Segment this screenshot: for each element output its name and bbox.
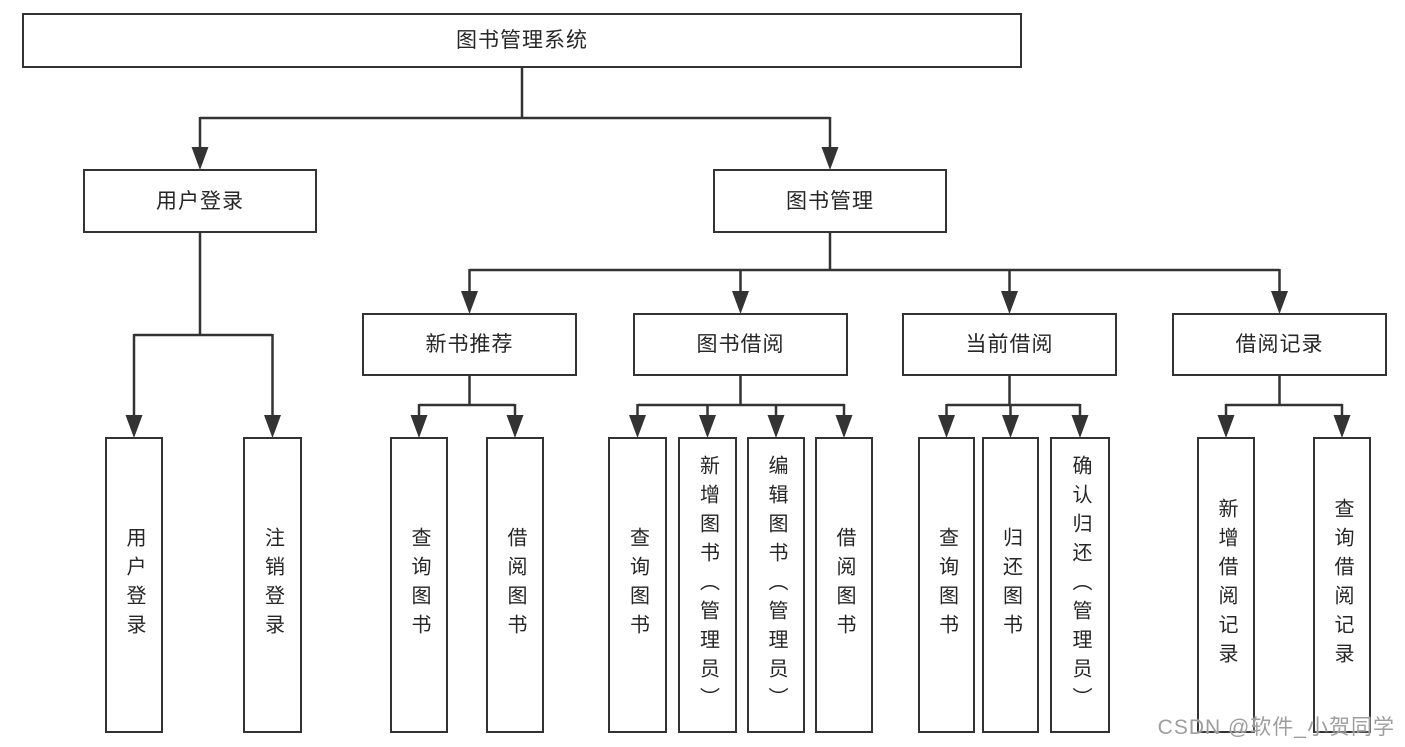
node-user-login: 用户登录 — [83, 169, 317, 233]
node-current-query: 查询图书 — [918, 437, 975, 733]
arrowhead-current-return — [1002, 415, 1019, 438]
node-current-confirm: 确认归还（管理员） — [1050, 437, 1110, 733]
arrowhead-borrow-records — [1271, 291, 1288, 314]
arrowhead-borrow-add — [699, 415, 716, 438]
arrowhead-borrow-lend — [835, 415, 853, 438]
arrowhead-current-borrow — [1001, 291, 1018, 314]
node-current-return: 归还图书 — [982, 437, 1039, 733]
node-login-user: 用户登录 — [105, 437, 163, 733]
node-new-borrow: 借阅图书 — [486, 437, 544, 733]
arrowhead-borrow-query — [629, 415, 646, 438]
arrowhead-record-add — [1217, 415, 1235, 438]
arrowhead-login-logout — [264, 415, 281, 438]
arrowhead-book-management — [821, 147, 839, 170]
arrowhead-user-login — [191, 147, 209, 170]
node-root: 图书管理系统 — [22, 13, 1022, 68]
node-book-management: 图书管理 — [713, 169, 947, 233]
node-login-logout: 注销登录 — [243, 437, 302, 733]
arrowhead-record-query — [1333, 415, 1351, 438]
arrowhead-login-user — [125, 415, 143, 438]
arrowhead-new-book-recommend — [461, 291, 478, 314]
arrowhead-new-query — [410, 415, 428, 438]
node-borrow-records: 借阅记录 — [1172, 313, 1387, 376]
node-record-add: 新增借阅记录 — [1197, 437, 1255, 733]
node-new-query: 查询图书 — [390, 437, 448, 733]
arrowhead-book-borrow — [732, 291, 749, 314]
node-borrow-query: 查询图书 — [608, 437, 667, 733]
node-current-borrow: 当前借阅 — [902, 313, 1117, 376]
arrowhead-current-query — [938, 415, 955, 438]
arrowhead-borrow-edit — [767, 415, 785, 438]
node-borrow-add: 新增图书（管理员） — [678, 437, 737, 733]
node-record-query: 查询借阅记录 — [1313, 437, 1371, 733]
arrowhead-new-borrow — [506, 415, 524, 438]
node-borrow-edit: 编辑图书（管理员） — [747, 437, 805, 733]
watermark: CSDN @软件_小贺同学 — [1157, 716, 1395, 739]
arrowhead-current-confirm — [1071, 415, 1089, 438]
node-new-book-recommend: 新书推荐 — [362, 313, 577, 376]
node-borrow-lend: 借阅图书 — [815, 437, 873, 733]
node-book-borrow: 图书借阅 — [633, 313, 848, 376]
